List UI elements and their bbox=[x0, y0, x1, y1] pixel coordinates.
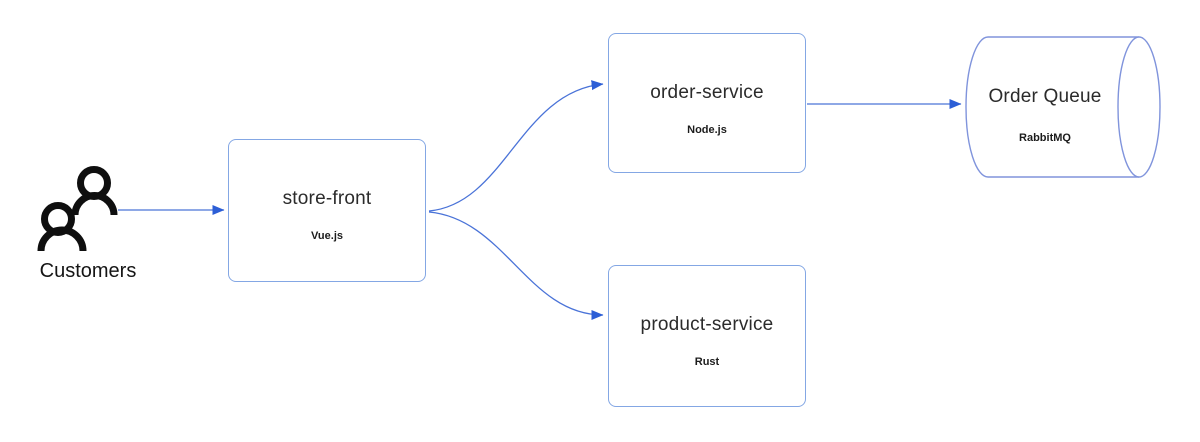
node-store-front-title: store-front bbox=[282, 188, 372, 209]
cylinder-body bbox=[965, 36, 1139, 178]
node-order-queue-title: Order Queue bbox=[988, 86, 1102, 107]
node-order-service-title: order-service bbox=[650, 82, 764, 103]
node-store-front-subtitle: Vue.js bbox=[311, 230, 343, 242]
node-order-queue-subtitle: RabbitMQ bbox=[1019, 132, 1071, 144]
order-queue-cylinder-shape bbox=[965, 36, 1161, 178]
node-product-service-subtitle: Rust bbox=[694, 356, 720, 368]
node-product-service-title: product-service bbox=[640, 314, 774, 335]
customers-label: Customers bbox=[39, 260, 137, 282]
node-order-service: order-service Node.js bbox=[608, 33, 806, 173]
node-order-queue: Order Queue RabbitMQ bbox=[966, 35, 1124, 178]
edge-store-front-to-order-service bbox=[428, 80, 604, 212]
node-store-front: store-front Vue.js bbox=[228, 139, 426, 282]
node-product-service: product-service Rust bbox=[608, 265, 806, 407]
front-person-shoulders bbox=[37, 226, 87, 252]
edge-store-front-to-product-service bbox=[428, 211, 604, 320]
back-person-shoulders bbox=[71, 192, 118, 216]
node-order-service-subtitle: Node.js bbox=[687, 124, 727, 136]
customers-people-icon bbox=[37, 166, 118, 252]
cylinder-end-cap bbox=[1117, 36, 1161, 178]
